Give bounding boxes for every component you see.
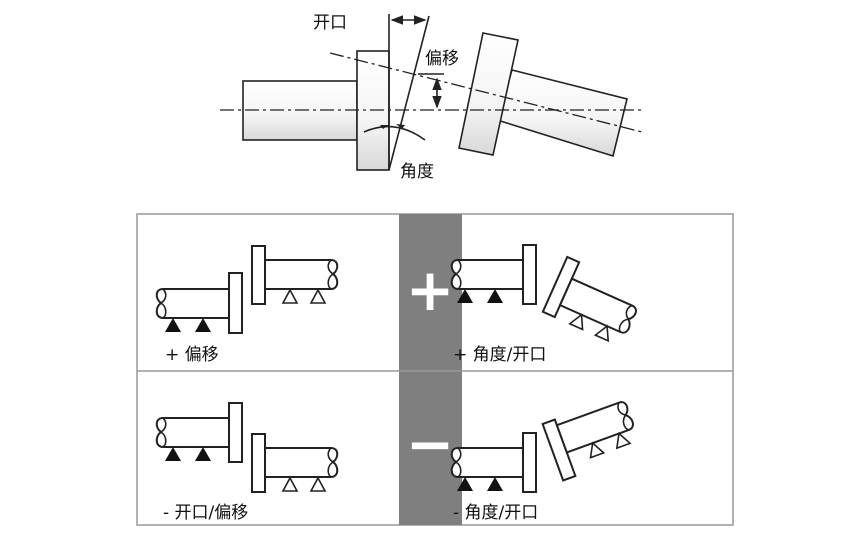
label-angle: 角度 xyxy=(400,162,434,182)
flange xyxy=(251,433,266,493)
flange xyxy=(228,402,243,463)
cell-positive-angle-opening: + 角度/开口 xyxy=(450,244,639,365)
angle-arrowheads xyxy=(380,124,405,129)
cell-label: + 偏移 xyxy=(165,345,219,365)
cell-negative-angle-opening: - 角度/开口 xyxy=(450,399,636,523)
minus-sign: − xyxy=(406,410,455,478)
flange xyxy=(228,272,243,334)
flange xyxy=(522,244,537,305)
label-opening: 开口 xyxy=(313,13,347,33)
right-flange xyxy=(458,32,519,156)
flange xyxy=(522,432,537,493)
label-offset: 偏移 xyxy=(425,49,459,69)
cell-label: + 角度/开口 xyxy=(453,345,546,365)
cell-positive-offset: + 偏移 xyxy=(155,245,339,365)
cell-label: - 开口/偏移 xyxy=(163,503,248,523)
opening-slant-line xyxy=(388,15,430,171)
plus-sign: + xyxy=(406,256,455,324)
cell-label: - 角度/开口 xyxy=(453,503,538,523)
cell-negative-opening-offset: - 开口/偏移 xyxy=(155,402,339,523)
flange xyxy=(251,245,266,305)
angle-arc xyxy=(363,125,426,141)
right-shaft xyxy=(496,69,628,158)
offset-centerline xyxy=(329,52,643,133)
top-coupling-diagram: 开口 偏移 角度 xyxy=(220,13,643,182)
misalignment-grid: + − + 偏移 + 角度/开口 xyxy=(136,213,734,526)
